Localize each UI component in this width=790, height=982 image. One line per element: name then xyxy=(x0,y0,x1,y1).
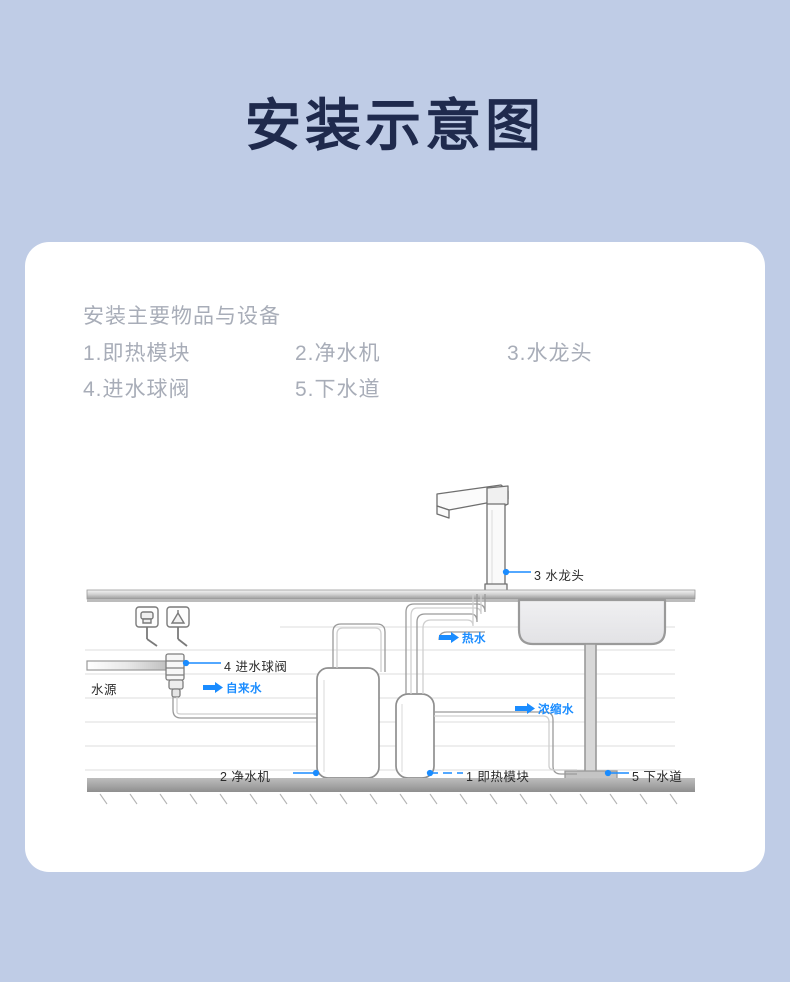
flow-arrow-icons xyxy=(203,632,535,714)
wall-tile-lines xyxy=(85,626,675,771)
instant-heater-unit xyxy=(395,693,435,779)
legend-item-4: 4.进水球阀 xyxy=(83,378,191,401)
callout-label-heater: 1 即热模块 xyxy=(466,770,530,784)
legend-item-2: 2.净水机 xyxy=(295,342,381,365)
concentrated-water-pipe xyxy=(434,711,577,775)
faucet-icon xyxy=(436,484,509,595)
callout-leaders xyxy=(182,568,629,777)
water-purifier-unit xyxy=(316,667,380,779)
legend-title: 安装主要物品与设备 xyxy=(83,305,281,328)
legend-item-1: 1.即热模块 xyxy=(83,342,191,365)
arrow-right-icon xyxy=(203,682,223,693)
flow-label-hot-water: 热水 xyxy=(462,633,486,645)
callout-label-faucet: 3 水龙头 xyxy=(534,569,585,583)
callout-label-purifier: 2 净水机 xyxy=(220,770,271,784)
ball-valve-icon xyxy=(165,653,185,698)
arrow-right-icon xyxy=(439,632,459,643)
floor xyxy=(87,778,695,805)
countertop xyxy=(86,589,696,602)
legend: 安装主要物品与设备 1.即热模块 2.净水机 3.水龙头 4.进水球阀 5.下水… xyxy=(83,300,719,409)
installation-diagram xyxy=(85,484,696,805)
legend-row: 4.进水球阀 5.下水道 xyxy=(83,373,719,403)
sink-basin xyxy=(517,598,667,646)
flow-label-tap-water: 自来水 xyxy=(226,683,262,695)
hot-water-riser-pipes xyxy=(405,594,486,694)
arrow-right-icon xyxy=(515,703,535,714)
illustration-card: 安装主要物品与设备 1.即热模块 2.净水机 3.水龙头 4.进水球阀 5.下水… xyxy=(25,242,765,872)
legend-item-5: 5.下水道 xyxy=(295,378,381,401)
power-plug-icon-2 xyxy=(166,606,190,647)
flow-label-concentrated-water: 浓缩水 xyxy=(538,704,574,716)
power-outlet-icon-1 xyxy=(135,606,159,647)
purifier-outlet-pipe xyxy=(332,623,386,672)
tap-water-pipe xyxy=(172,697,317,719)
legend-row: 1.即热模块 2.净水机 3.水龙头 xyxy=(83,337,719,367)
label-water-source: 水源 xyxy=(91,683,118,697)
page-title: 安装示意图 xyxy=(245,94,545,157)
callout-label-drain: 5 下水道 xyxy=(632,770,683,784)
legend-item-3: 3.水龙头 xyxy=(507,342,593,365)
callout-label-ball-valve: 4 进水球阀 xyxy=(224,660,288,674)
water-source-pipe xyxy=(86,660,168,671)
